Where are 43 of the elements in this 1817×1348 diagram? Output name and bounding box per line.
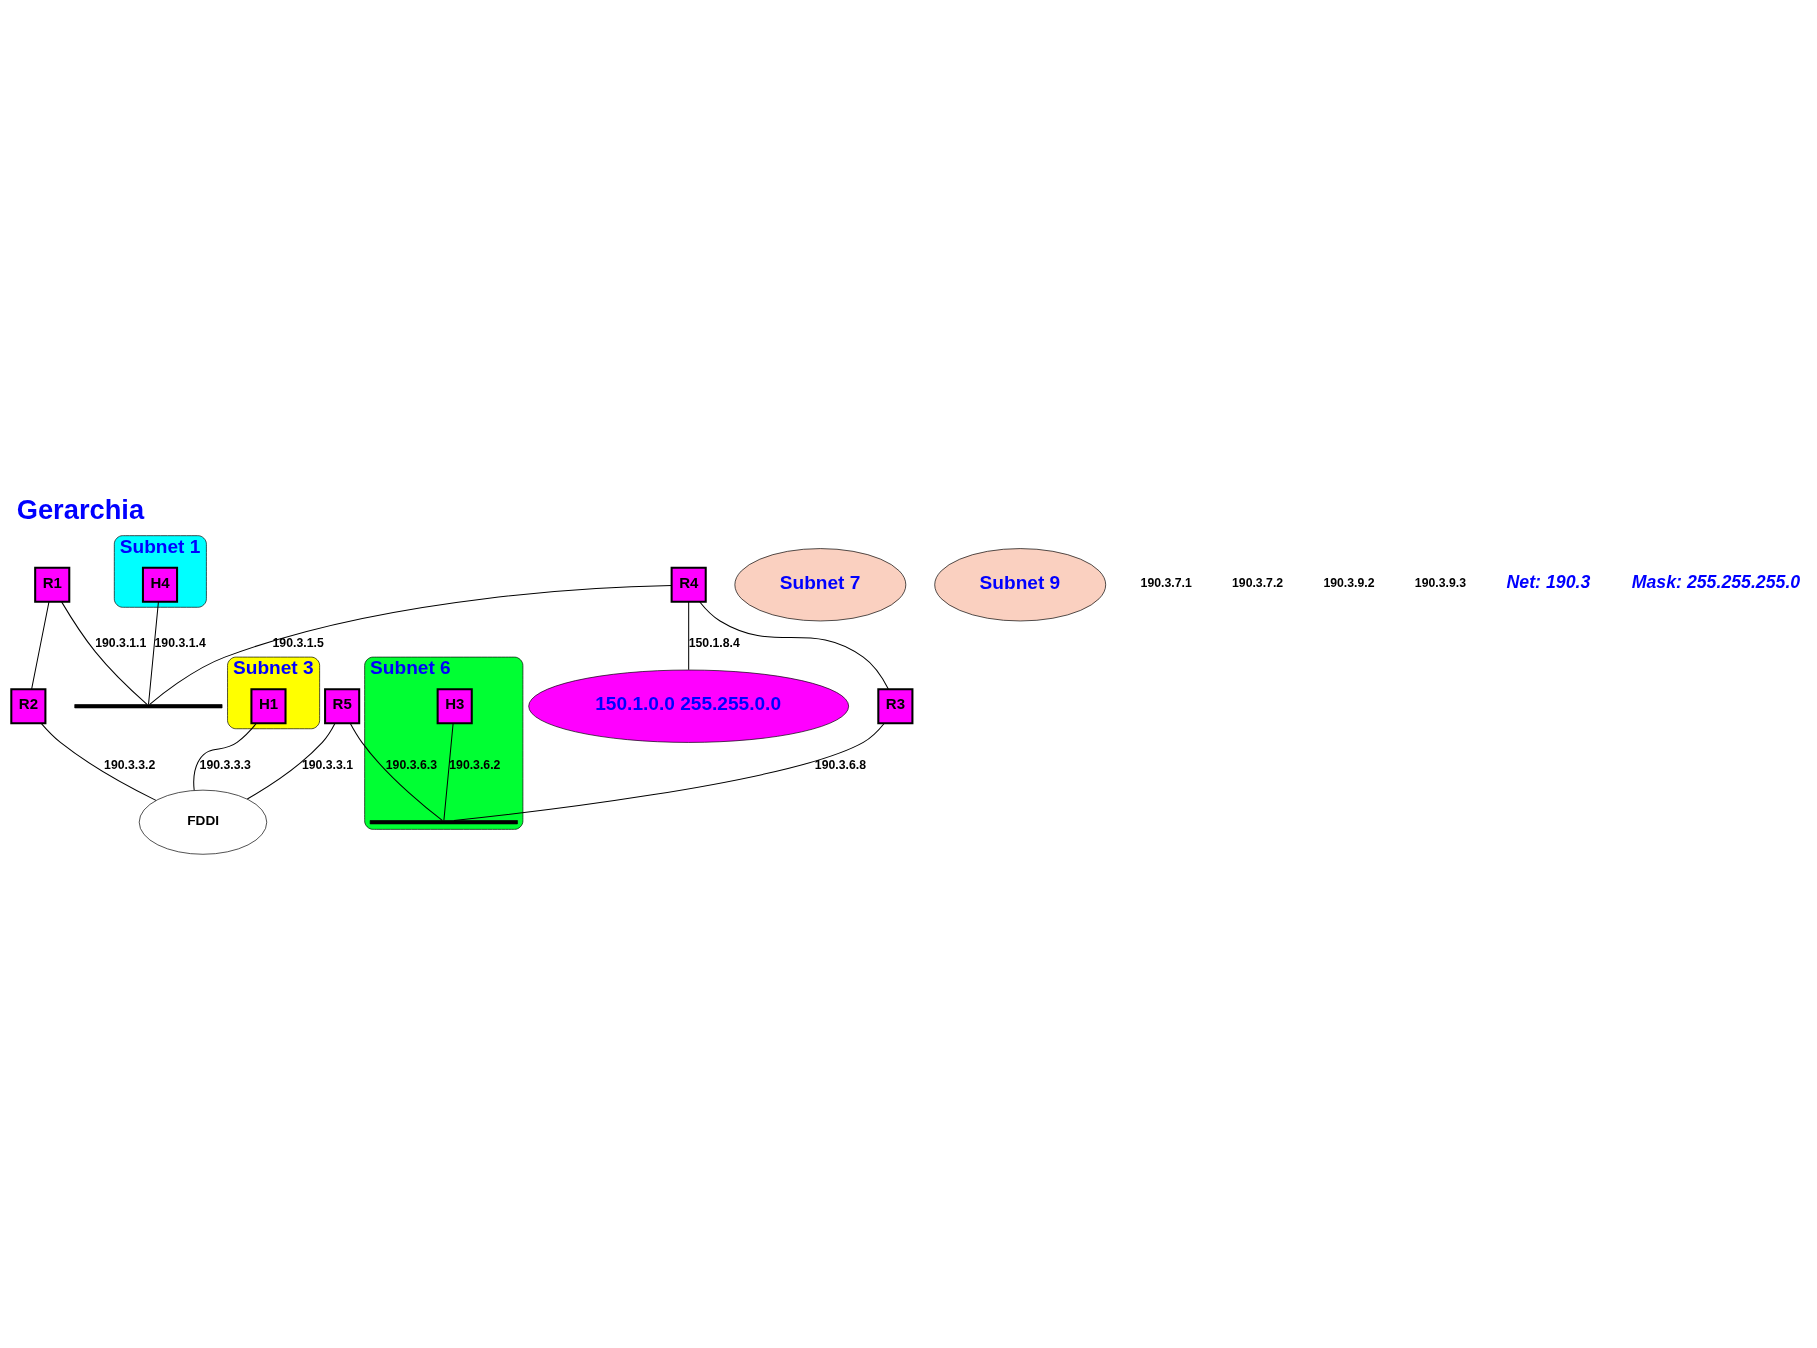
edge-label: 190.3.1.1 [95,635,147,650]
edge-label: 190.3.6.2 [449,757,501,772]
edge-label: 190.3.6.3 [385,757,437,772]
edge-label: 190.3.3.1 [301,757,354,772]
node-bar [74,703,223,708]
label: 190.3.7.1 [1140,575,1192,590]
connector [149,584,673,705]
node-box: R5 [324,687,361,724]
connector [349,722,443,821]
connector [699,600,889,690]
edge-label: 190.3.6.8 [814,757,867,772]
connector [453,722,885,821]
edge-label: 190.3.1.4 [154,635,206,650]
connector [61,600,148,705]
node-box: H4 [141,566,179,603]
connector [443,722,454,821]
edge-label: 150.1.8.4 [688,635,740,650]
label: 190.3.9.2 [1323,575,1375,590]
node-box: R3 [877,687,914,724]
label: Mask: 255.255.255.0 [1631,571,1801,592]
node-ellipse: FDDI [138,789,268,855]
node-box: H3 [436,687,473,724]
edge-label: 190.3.3.2 [104,757,156,772]
node-box: H1 [250,687,287,724]
connector [193,722,257,791]
diagram-title: Gerarchia [16,493,145,525]
node-box: R2 [10,687,47,724]
connector [31,600,50,690]
node-box: R4 [670,566,707,603]
edge-label: 190.3.1.5 [272,635,324,650]
edge-label: 190.3.3.3 [199,757,251,772]
node-bar [369,819,518,824]
node-ellipse: Subnet 9 [934,547,1107,621]
label: 190.3.9.3 [1414,575,1466,590]
label: Net: 190.3 [1506,571,1591,592]
node-ellipse: 150.1.0.0 255.255.0.0 [528,669,849,743]
node-box: R1 [34,566,71,603]
connector [40,722,157,801]
connector [688,600,690,670]
connector [148,600,159,705]
node-ellipse: Subnet 7 [734,547,907,621]
label: 190.3.7.2 [1232,575,1284,590]
connector [246,722,336,799]
